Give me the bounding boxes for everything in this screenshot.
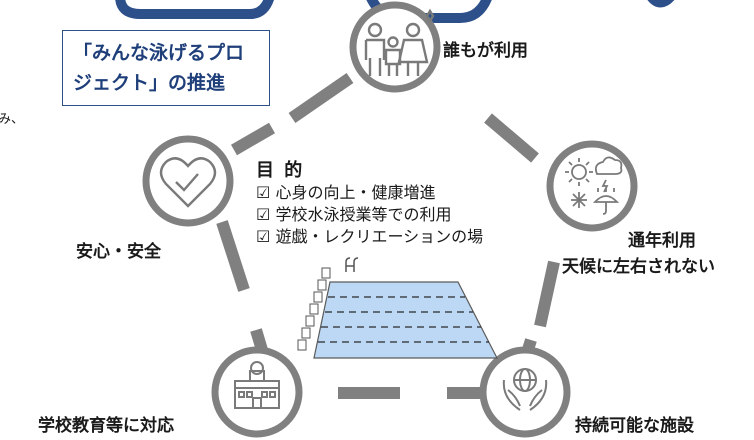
label-bottom-right: 持続可能な施設 — [575, 416, 694, 436]
purpose-item: ☑ 心身の向上・健康増進 — [256, 183, 436, 202]
purpose-checklist: 目 的 ☑ 心身の向上・健康増進 ☑ 学校水泳授業等での利用 ☑ 遊戯・レクリエ… — [256, 160, 483, 248]
purpose-heading: 目 的 — [256, 160, 305, 181]
weather-icon — [565, 156, 623, 215]
checkbox-icon: ☑ — [256, 227, 271, 246]
globe-hands-icon — [502, 368, 548, 411]
connector-top-left-b — [288, 73, 354, 123]
connector-top-right — [484, 113, 539, 163]
top-right-arc-decoration — [647, 0, 675, 8]
top-arc-decoration — [115, 0, 274, 19]
node-left — [142, 135, 234, 227]
pool-illustration — [297, 257, 498, 359]
starting-blocks — [297, 267, 331, 351]
left-edge-fragment: み、 — [0, 112, 25, 127]
node-right — [546, 140, 638, 232]
pool-ladder — [345, 257, 359, 272]
label-right-line1: 通年利用 — [628, 231, 696, 251]
node-top — [349, 1, 441, 93]
connector-top-left-a — [230, 122, 276, 156]
connector-left-b — [250, 328, 268, 352]
connector-right-a — [534, 260, 560, 328]
node-bottom-right — [479, 346, 571, 438]
node-bottom-left — [211, 346, 303, 438]
title-line-1: 「みんな泳げるプロ — [73, 42, 245, 64]
family-icon — [364, 8, 435, 76]
checkbox-icon: ☑ — [256, 183, 271, 202]
title-line-2: ジェクト」の推進 — [73, 72, 226, 94]
heart-check-icon — [159, 157, 217, 208]
checkbox-icon: ☑ — [256, 205, 271, 224]
label-right-line2: 天候に左右されない — [562, 257, 715, 277]
title-box: 「みんな泳げるプロ ジェクト」の推進 — [62, 30, 270, 106]
label-left: 安心・安全 — [76, 242, 161, 262]
connector-left-a — [216, 220, 250, 292]
label-top: 誰もが利用 — [443, 41, 528, 61]
purpose-item: ☑ 学校水泳授業等での利用 — [256, 205, 452, 224]
label-bottom-left: 学校教育等に対応 — [38, 416, 174, 436]
school-icon — [234, 361, 280, 409]
purpose-item: ☑ 遊戯・レクリエーションの場 — [256, 227, 484, 246]
